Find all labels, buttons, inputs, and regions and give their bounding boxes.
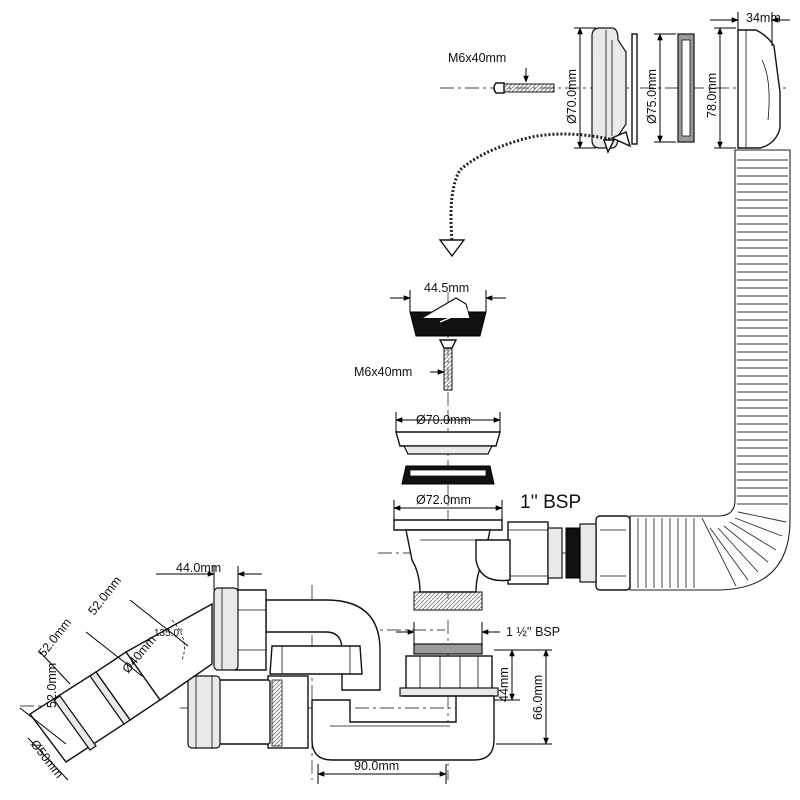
label-trap-top: 44.0mm: [176, 561, 221, 575]
label-grid-dia: Ø70.0mm: [416, 413, 471, 427]
dimensions: [19, 12, 790, 784]
label-body-dia: Ø72.0mm: [416, 493, 471, 507]
label-pipe-a: 52.0mm: [85, 574, 124, 618]
overflow-assembly: [438, 27, 781, 258]
label-pipe-c: 52.0mm: [35, 616, 74, 660]
plug-screw: [493, 82, 555, 94]
overflow-connector: [507, 515, 631, 591]
label-bsp-1: 1'' BSP: [520, 492, 581, 513]
bsp-nut: [399, 643, 499, 697]
overflow-body: [737, 29, 781, 149]
label-height-66: 66.0mm: [531, 675, 545, 720]
label-pipe-b: 52.0mm: [45, 663, 59, 708]
label-plug-dia: Ø70.0mm: [565, 69, 579, 124]
label-width-90: 90.0mm: [354, 759, 399, 773]
waste-plug: [409, 297, 487, 337]
label-angle: 135.0°: [154, 628, 183, 639]
waste-body: [393, 519, 511, 611]
outlet-elbow: [28, 587, 267, 763]
label-overflow-dia: Ø75.0mm: [645, 69, 659, 124]
label-depth-44: 44mm: [497, 667, 511, 702]
trap: [187, 599, 495, 761]
grid-seal: [401, 465, 495, 485]
label-overflow-height: 78.0mm: [705, 73, 719, 118]
label-plug-screw: M6x40mm: [448, 51, 506, 65]
label-waste-screw: M6x40mm: [354, 365, 412, 379]
label-bsp-1-5: 1 ½'' BSP: [506, 625, 560, 639]
waste-screw: [438, 339, 458, 391]
label-overflow-depth: 34mm: [746, 11, 781, 25]
overflow-cover: [591, 27, 627, 149]
plug-chain: [449, 132, 615, 241]
overflow-seal: [631, 33, 638, 145]
label-waste-head: 44.5mm: [424, 281, 469, 295]
grid-plate: [395, 431, 501, 455]
overflow-hose: [629, 149, 791, 591]
